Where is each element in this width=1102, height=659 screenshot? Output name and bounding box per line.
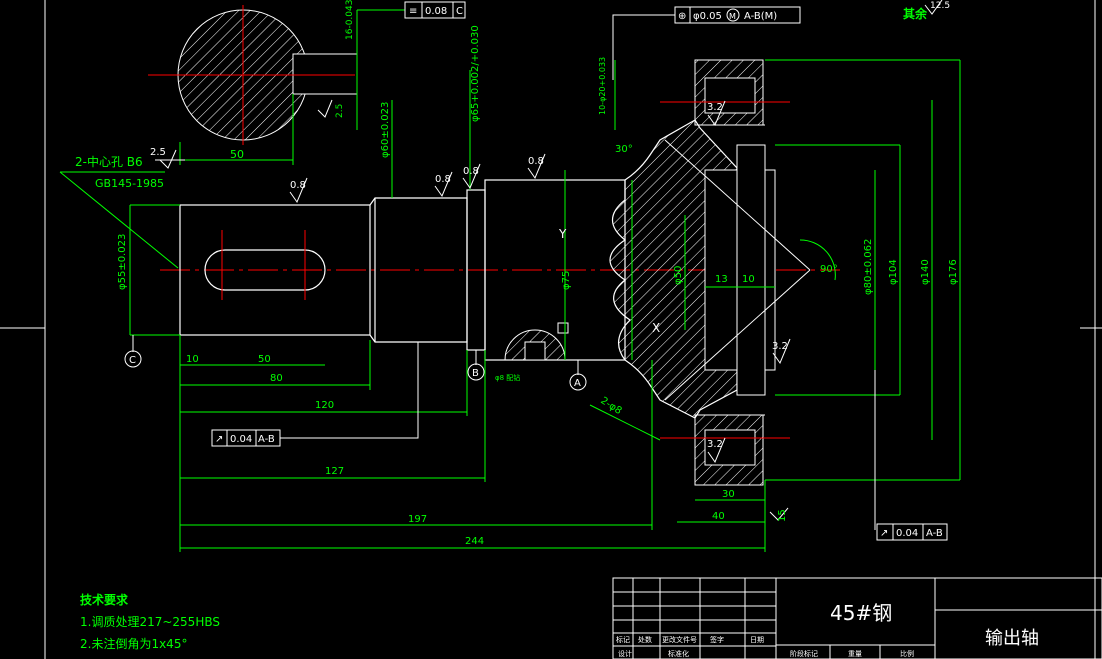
key-depth-dim: 2.5 xyxy=(335,104,345,118)
leader-lines xyxy=(132,335,876,530)
notes-line-2: 2.未注倒角为1x45° xyxy=(80,636,187,651)
datum-a-label: A xyxy=(574,378,581,389)
x-axis-label: X xyxy=(652,321,660,335)
remaining-value: 12.5 xyxy=(930,1,950,11)
dim-50: 50 xyxy=(258,354,271,365)
runout-left-datum: A-B xyxy=(258,434,275,445)
symmetry-symbol-icon: ≡ xyxy=(409,6,417,17)
remaining-label: 其余 xyxy=(903,6,928,21)
runout-symbol-icon-2: ↗ xyxy=(880,528,888,539)
ra-shaft-3: 0.8 xyxy=(463,166,479,177)
tb-r3: 阶段标记 xyxy=(790,649,818,658)
dim-phi65: φ65+0.002/+0.030 xyxy=(470,25,481,122)
position-symbol-icon: ⊕ xyxy=(678,11,686,22)
dim-10: 10 xyxy=(186,354,199,365)
dim-holes-2: 2-φ8 xyxy=(598,395,623,417)
roughness-symbols xyxy=(289,100,791,521)
ra-shaft-1: 0.8 xyxy=(290,180,306,191)
dim-angle-30: 30° xyxy=(615,144,633,155)
tb-r1: 设计 xyxy=(618,649,632,658)
position-value: φ0.05 xyxy=(693,11,722,22)
dim-244: 244 xyxy=(465,536,484,547)
ra-key-bottom: 2.5 xyxy=(150,147,166,158)
gear-section xyxy=(609,59,811,486)
tb-h1: 标记 xyxy=(616,635,630,644)
key-section-view: 50 16-0.043 2.5 2.5 xyxy=(148,0,405,169)
dim-phi176: φ176 xyxy=(948,259,959,285)
dim-holes-10: 10-φ20+0.033 xyxy=(598,57,607,115)
dim-pin-note: φ8 配钻 xyxy=(495,373,520,382)
position-tolerance-frame: ⊕ φ0.05 M A-B(M) xyxy=(612,6,801,80)
dim-10b: 10 xyxy=(742,274,755,285)
key-width-dim: 50 xyxy=(230,148,244,161)
notes-line-1: 1.调质处理217~255HBS xyxy=(80,615,220,629)
symmetry-tolerance-frame: ≡ 0.08 C xyxy=(404,1,466,19)
dim-phi75: φ75 xyxy=(561,271,572,290)
center-hole-standard: GB145-1985 xyxy=(95,177,164,190)
y-axis-label: Y xyxy=(558,227,567,241)
pin-hole-detail xyxy=(504,322,569,361)
dim-phi60: φ60±0.023 xyxy=(380,102,391,158)
ra-shaft-4: 0.8 xyxy=(528,156,544,167)
dimension-lines xyxy=(59,59,961,552)
datum-b-label: B xyxy=(472,368,479,379)
dim-phi80: φ80±0.062 xyxy=(863,239,874,295)
dim-80: 80 xyxy=(270,373,283,384)
datum-c: C xyxy=(124,350,142,368)
dim-15: 15 xyxy=(777,509,788,522)
part-name: 输出轴 xyxy=(985,628,1039,649)
datum-c-label: C xyxy=(129,355,136,366)
tb-h2: 处数 xyxy=(638,635,652,644)
dim-13: 13 xyxy=(715,274,728,285)
title-block xyxy=(612,577,1102,659)
runout-left-value: 0.04 xyxy=(230,434,252,445)
center-hole-callout: 2-中心孔 B6 GB145-1985 xyxy=(75,154,164,190)
dim-30: 30 xyxy=(722,489,735,500)
tb-r4: 重量 xyxy=(848,650,862,658)
dim-40: 40 xyxy=(712,511,725,522)
symmetry-datum: C xyxy=(456,6,463,17)
dim-120: 120 xyxy=(315,400,334,411)
tb-r5: 比例 xyxy=(900,649,914,658)
tb-h3: 更改文件号 xyxy=(662,635,697,644)
ra-gear-bore: 3.2 xyxy=(772,341,788,352)
dim-phi55: φ55±0.023 xyxy=(117,234,128,290)
ra-shaft-2: 0.8 xyxy=(435,174,451,185)
technical-notes: 技术要求 1.调质处理217~255HBS 2.未注倒角为1x45° xyxy=(80,592,220,651)
runout-right-datum: A-B xyxy=(926,528,943,539)
key-slot-dim: 16-0.043 xyxy=(345,0,355,40)
datum-a: A xyxy=(569,373,587,391)
dimension-texts: 244 197 127 120 80 50 10 30 40 13 10 15 … xyxy=(117,25,959,547)
runout-symbol-icon: ↗ xyxy=(215,434,223,445)
dim-127: 127 xyxy=(325,466,344,477)
symmetry-value: 0.08 xyxy=(425,6,447,17)
tb-h5: 日期 xyxy=(750,636,764,644)
tb-h4: 签字 xyxy=(710,635,724,644)
runout-frame-right: ↗ 0.04 A-B xyxy=(876,523,948,541)
center-hole-label: 2-中心孔 B6 xyxy=(75,154,143,169)
runout-frame-left: ↗ 0.04 A-B xyxy=(211,429,281,447)
tb-r2: 标准化 xyxy=(668,649,689,658)
runout-right-value: 0.04 xyxy=(896,528,918,539)
position-modifier: M xyxy=(729,12,736,21)
notes-title: 技术要求 xyxy=(80,592,129,607)
dim-angle-90: 90° xyxy=(820,264,838,275)
material-label: 45#钢 xyxy=(830,601,892,625)
ra-gear-bottom: 3.2 xyxy=(707,439,723,450)
dim-197: 197 xyxy=(408,514,427,525)
position-datum: A-B(M) xyxy=(744,11,777,22)
keyway xyxy=(204,230,326,300)
dim-phi140: φ140 xyxy=(920,259,931,285)
remaining-roughness: 其余 12.5 xyxy=(903,0,950,21)
dim-phi104: φ104 xyxy=(888,259,899,285)
ra-gear-top: 3.2 xyxy=(707,102,723,113)
datum-b: B xyxy=(467,363,485,381)
dim-phi50: φ50 xyxy=(673,266,684,285)
